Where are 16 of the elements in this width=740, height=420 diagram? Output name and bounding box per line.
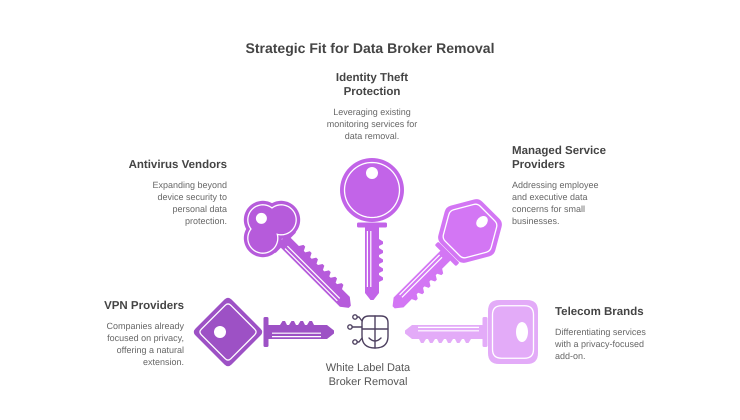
category-heading: Antivirus Vendors xyxy=(128,158,227,172)
category-description: Companies already focused on privacy, offering a natural extension. xyxy=(105,320,184,368)
key-illustration xyxy=(340,158,404,300)
key-illustration xyxy=(405,300,538,364)
category-description: Expanding beyond device security to personal data protection. xyxy=(151,179,227,227)
category-description: Leveraging existing monitoring services for data removal. xyxy=(326,106,418,142)
category-heading: VPN Providers xyxy=(103,299,184,313)
category-heading: Managed Service Providers xyxy=(512,144,607,172)
key-illustration xyxy=(244,200,351,308)
category-description: Addressing employee and executive data concerns for small businesses. xyxy=(512,179,600,227)
category-description: Differentiating services with a privacy-focused add-on. xyxy=(555,326,647,362)
hub-label: White Label Data Broker Removal xyxy=(324,361,412,389)
category-heading: Identity Theft Protection xyxy=(334,71,410,99)
key-illustration xyxy=(392,199,502,308)
category-heading: Telecom Brands xyxy=(555,305,645,319)
diagram-title: Strategic Fit for Data Broker Removal xyxy=(244,39,496,57)
